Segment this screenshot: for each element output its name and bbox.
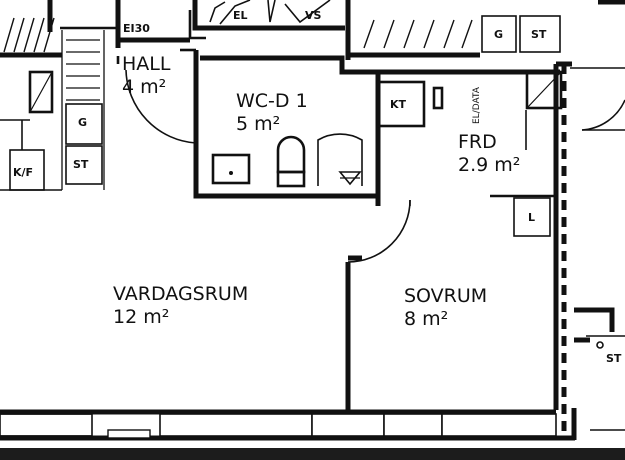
stair bbox=[61, 30, 105, 190]
shower-curtain bbox=[317, 133, 363, 186]
cabinet-l bbox=[513, 197, 551, 237]
wc-name: WC-D 1 bbox=[236, 90, 308, 112]
bottom-edge-bar bbox=[0, 448, 625, 460]
bedroom-door-swing bbox=[347, 199, 411, 263]
l-label: L bbox=[528, 211, 535, 224]
cabinet-g-top bbox=[481, 15, 517, 53]
frd-name: FRD bbox=[458, 131, 497, 153]
shaft-left bbox=[28, 70, 54, 114]
kt-label: KT bbox=[390, 98, 407, 111]
el-data-box bbox=[432, 86, 444, 110]
st-left-label: ST bbox=[73, 158, 89, 171]
el-label: EL bbox=[233, 9, 248, 22]
top-left-hatch bbox=[3, 17, 55, 53]
kf-label: K/F bbox=[13, 166, 33, 179]
hall-area: 4 m² bbox=[122, 76, 166, 98]
sink bbox=[211, 153, 251, 185]
el-data-label: EL/DATA bbox=[472, 86, 482, 124]
right-door-swing bbox=[581, 99, 625, 131]
wc-area: 5 m² bbox=[236, 113, 280, 135]
g-top-label: G bbox=[494, 28, 503, 41]
top-right-hatch bbox=[363, 19, 473, 49]
frd-area: 2.9 m² bbox=[458, 154, 520, 176]
toilet bbox=[276, 135, 306, 174]
toilet-tank bbox=[276, 170, 306, 188]
st-right-label: ST bbox=[606, 352, 622, 365]
cabinet-g-left bbox=[65, 103, 103, 145]
bedroom-area: 8 m² bbox=[404, 308, 448, 330]
exterior-wall-bottom bbox=[0, 409, 575, 441]
g-left-label: G bbox=[78, 116, 87, 129]
shaft-right bbox=[525, 70, 563, 110]
st-top-label: ST bbox=[531, 28, 547, 41]
vs-label: VS bbox=[305, 9, 322, 22]
living-name: VARDAGSRUM bbox=[113, 283, 248, 305]
cabinet-st-top bbox=[519, 15, 561, 53]
outlet-icon bbox=[596, 341, 604, 349]
cabinet-st-left bbox=[65, 145, 103, 185]
living-area: 12 m² bbox=[113, 306, 169, 328]
ei30-label: EI30 bbox=[123, 22, 150, 35]
bedroom-name: SOVRUM bbox=[404, 285, 487, 307]
sink-drain bbox=[229, 171, 233, 175]
hall-door-swing bbox=[125, 69, 197, 144]
wc-wall-left-bottom bbox=[193, 50, 348, 199]
kt-cabinet bbox=[376, 80, 426, 128]
hall-name: HALL bbox=[122, 53, 171, 75]
